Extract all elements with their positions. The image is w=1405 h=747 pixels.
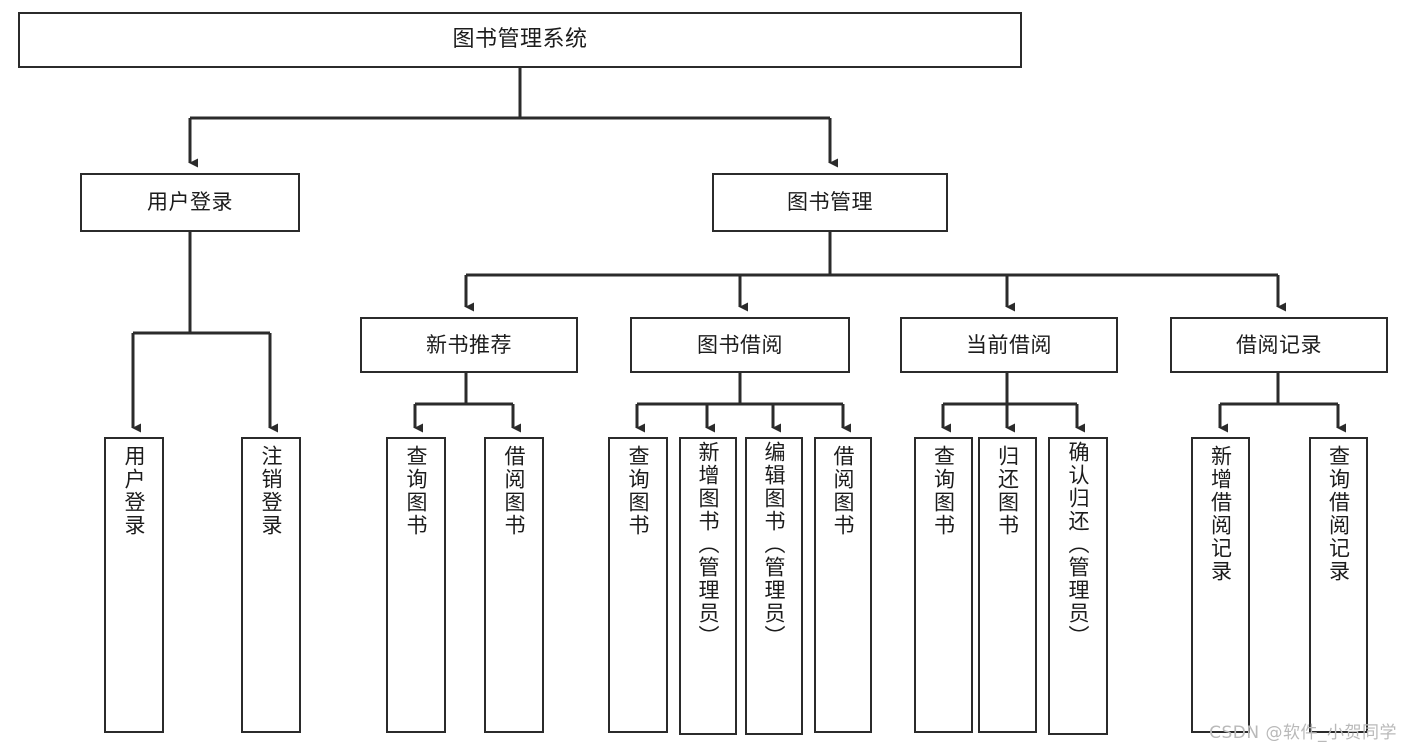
node-current-borrow[interactable]: 当前借阅 [900,317,1118,373]
node-leaf-user-login[interactable]: 用户登录 [104,437,164,733]
node-leaf-add-book-admin[interactable]: 新增图书（管理员） [679,437,737,735]
node-new-book-recommend[interactable]: 新书推荐 [360,317,578,373]
node-leaf-return-book[interactable]: 归还图书 [978,437,1037,733]
node-label: 确认归还（管理员） [1066,441,1091,648]
node-label: 新增图书（管理员） [696,441,721,648]
node-label: 查询图书 [404,445,429,537]
node-label: 新增借阅记录 [1208,445,1233,583]
node-label: 借阅图书 [502,445,527,537]
node-borrow-record[interactable]: 借阅记录 [1170,317,1388,373]
node-label: 查询借阅记录 [1326,445,1351,583]
csdn-watermark: CSDN @软件_小贺同学 [1209,723,1397,743]
node-label: 用户登录 [122,445,147,537]
node-leaf-borrow-book-1[interactable]: 借阅图书 [484,437,544,733]
node-leaf-query-book-2[interactable]: 查询图书 [608,437,668,733]
node-leaf-add-borrow-record[interactable]: 新增借阅记录 [1191,437,1250,733]
node-leaf-edit-book-admin[interactable]: 编辑图书（管理员） [745,437,803,735]
node-label: 图书借阅 [697,332,783,357]
node-root-book-management-system[interactable]: 图书管理系统 [18,12,1022,68]
node-label: 新书推荐 [426,332,512,357]
node-leaf-confirm-return-admin[interactable]: 确认归还（管理员） [1048,437,1108,735]
node-user-login[interactable]: 用户登录 [80,173,300,232]
node-label: 当前借阅 [966,332,1052,357]
node-leaf-logout[interactable]: 注销登录 [241,437,301,733]
node-leaf-query-book-3[interactable]: 查询图书 [914,437,973,733]
node-label: 查询图书 [626,445,651,537]
node-label: 用户登录 [147,190,233,215]
node-label: 借阅图书 [831,445,856,537]
node-label: 借阅记录 [1236,332,1322,357]
node-leaf-query-borrow-record[interactable]: 查询借阅记录 [1309,437,1368,733]
node-label: 编辑图书（管理员） [762,441,787,648]
node-leaf-query-book-1[interactable]: 查询图书 [386,437,446,733]
node-label: 注销登录 [259,445,284,537]
node-label: 图书管理系统 [452,27,588,53]
node-label: 归还图书 [995,445,1020,537]
node-book-manage[interactable]: 图书管理 [712,173,948,232]
node-leaf-borrow-book-2[interactable]: 借阅图书 [814,437,872,733]
node-book-borrow[interactable]: 图书借阅 [630,317,850,373]
node-label: 查询图书 [931,445,956,537]
node-label: 图书管理 [787,190,873,215]
